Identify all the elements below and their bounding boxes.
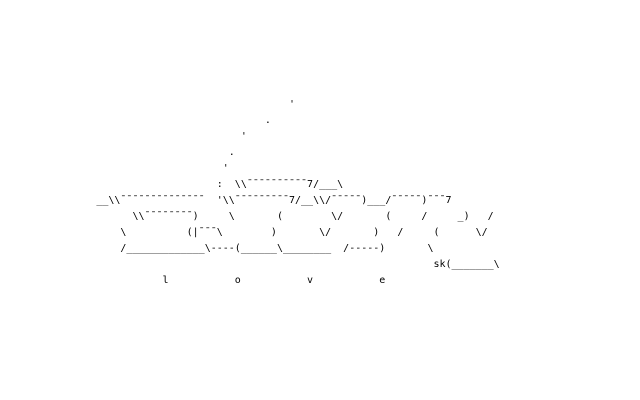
art-line: ' [0,163,229,174]
art-line: \ (|¯¯¯\ ) \/ ) / ( \/ [0,227,488,238]
caption-love: l o v e [0,275,386,286]
ascii-art-love: ' . ' . ' [0,97,500,289]
art-line: ' [0,99,296,110]
art-signature-line: sk(_______\ [0,259,500,270]
art-line: : \\¯¯¯¯¯¯¯¯¯¯7/___\ [0,179,344,190]
art-line: . [0,115,271,126]
art-line: /_____________\----(______\________ /---… [0,243,434,254]
art-line: ' [0,131,247,142]
art-line: __\\¯¯¯¯¯¯¯¯¯¯¯¯¯¯ '\\¯¯¯¯¯¯¯¯¯7/__\\/¯¯… [0,195,452,206]
art-line: . [0,147,235,158]
art-line: \\¯¯¯¯¯¯¯¯) \ ( \/ ( / _) / [0,211,494,222]
